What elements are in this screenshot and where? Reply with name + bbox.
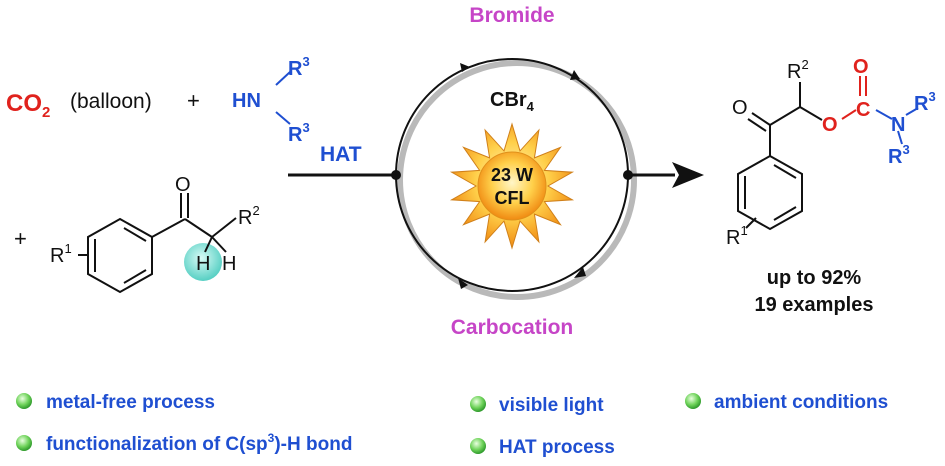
product-r1: R1: [726, 223, 748, 249]
feature-ambient: ambient conditions: [714, 392, 888, 413]
product-carbamate-carbon: C: [856, 99, 870, 121]
feature-visible-light: visible light: [499, 395, 604, 416]
product-nitrogen: N: [891, 114, 905, 136]
amine-hn: HN: [232, 90, 261, 112]
ketone-structure: [78, 193, 237, 294]
hydrogen-highlighted: H: [196, 253, 210, 275]
lamp-type: CFL: [495, 188, 530, 208]
balloon-label: (balloon): [70, 90, 152, 113]
product-ester-oxygen: O: [822, 114, 838, 136]
cycle-top-label: Bromide: [469, 4, 554, 27]
ketone-oxygen: O: [175, 174, 191, 196]
product-r2: R2: [787, 57, 809, 83]
bullet-dot: [685, 393, 701, 409]
feature-hat-process: HAT process: [499, 437, 615, 458]
hydrogen-highlight: [184, 243, 222, 281]
cycle-bottom-label: Carbocation: [451, 316, 574, 339]
bullet-dot: [470, 396, 486, 412]
feature-list: metal-free process functionalization of …: [16, 392, 888, 458]
sun-icon: [449, 122, 575, 250]
amine-r3-top: R3: [288, 54, 310, 80]
amine-structure: R3 HN R3: [232, 54, 310, 146]
bullet-dot: [16, 435, 32, 451]
plus-sign-2: +: [14, 226, 27, 251]
product-carbonyl-oxygen: O: [853, 56, 869, 78]
co2-label: CO2: [6, 90, 50, 121]
plus-sign-1: +: [187, 88, 200, 113]
hat-label: HAT: [320, 143, 362, 166]
hydrogen-plain: H: [222, 253, 236, 275]
examples-label: 19 examples: [755, 294, 874, 316]
ketone-r2: R2: [238, 203, 260, 229]
catalyst-label: CBr4: [490, 89, 535, 114]
bullet-dot: [470, 438, 486, 454]
amine-r3-bottom: R3: [288, 120, 310, 146]
feature-metal-free: metal-free process: [46, 392, 215, 413]
product-structure: [737, 76, 919, 231]
yield-label: up to 92%: [767, 267, 862, 289]
feature-csp3-h: functionalization of C(sp3)-H bond: [46, 431, 352, 455]
product-ketone-oxygen: O: [732, 97, 748, 119]
product-r3-right: R3: [914, 89, 936, 115]
cycle-arrowheads: [458, 63, 586, 289]
ring-r1: R1: [50, 241, 72, 267]
product-r3-bottom: R3: [888, 142, 910, 168]
lamp-power: 23 W: [491, 165, 533, 185]
bullet-dot: [16, 393, 32, 409]
